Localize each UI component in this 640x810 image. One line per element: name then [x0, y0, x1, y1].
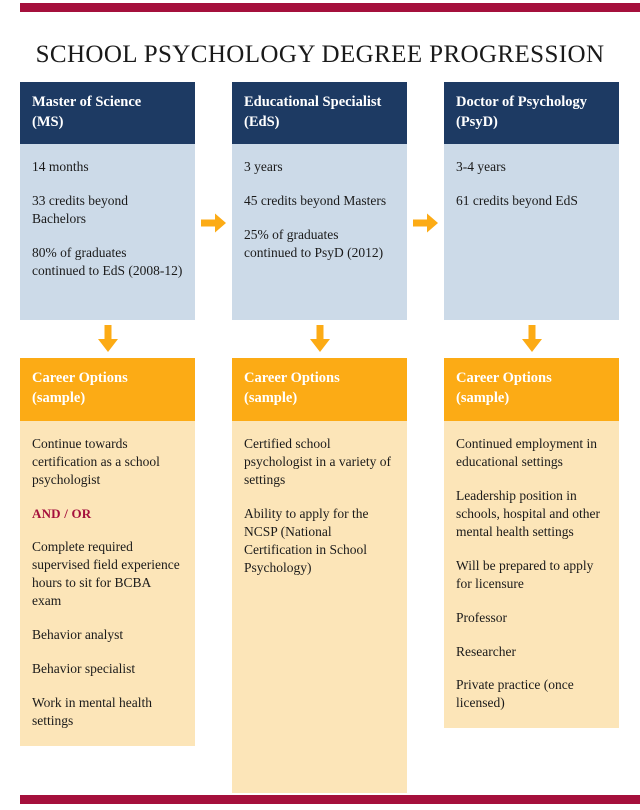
degree-column-eds: Educational Specialist (EdS) 3 years 45 …: [232, 82, 407, 793]
career-item: Will be prepared to apply for licensure: [456, 557, 594, 591]
degree-title-line1: Educational Specialist: [244, 94, 382, 110]
degree-title-line1: Master of Science: [32, 94, 142, 110]
career-item: Private practice (once licensed): [456, 677, 574, 711]
degree-card-body-ms: 14 months 33 credits beyond Bachelors 80…: [20, 144, 195, 321]
arrow-down-icon-ms: [20, 320, 195, 358]
degree-card-ms: Master of Science (MS) 14 months 33 cred…: [20, 82, 195, 321]
degree-card-psyd: Doctor of Psychology (PsyD) 3-4 years 61…: [444, 82, 619, 321]
top-accent-bar: [20, 3, 640, 12]
career-card-eds: Career Options (sample) Certified school…: [232, 358, 407, 793]
career-item-and-or: AND / OR: [32, 505, 92, 521]
degree-fact: 25% of graduates continued to PsyD (2012…: [244, 227, 384, 261]
degree-column-ms: Master of Science (MS) 14 months 33 cred…: [20, 82, 195, 746]
career-card-body-psyd: Continued employment in educational sett…: [444, 420, 619, 729]
degree-card-eds: Educational Specialist (EdS) 3 years 45 …: [232, 82, 407, 321]
degree-fact: 3-4 years: [456, 159, 506, 175]
degree-title-line1: Doctor of Psychology: [456, 94, 588, 110]
career-item: Leadership position in schools, hospital…: [456, 487, 600, 539]
career-item: Continue towards certification as a scho…: [32, 435, 160, 487]
degree-fact: 14 months: [32, 159, 89, 175]
career-card-psyd: Career Options (sample) Continued employ…: [444, 358, 619, 729]
career-card-ms: Career Options (sample) Continue towards…: [20, 358, 195, 746]
career-item: Work in mental health settings: [32, 694, 153, 728]
career-item: Continued employment in educational sett…: [456, 435, 597, 469]
degree-card-header-eds: Educational Specialist (EdS): [232, 82, 407, 145]
degree-card-body-eds: 3 years 45 credits beyond Masters 25% of…: [232, 144, 407, 321]
degree-title-line2: (PsyD): [456, 113, 498, 130]
career-item: Certified school psychologist in a varie…: [244, 435, 391, 487]
career-card-header-ms: Career Options (sample): [20, 358, 195, 421]
career-title-line1: Career Options: [32, 370, 128, 387]
degree-progression-board: Master of Science (MS) 14 months 33 cred…: [20, 82, 620, 793]
career-title-line1: Career Options: [456, 370, 552, 387]
career-title-line2: (sample): [32, 390, 86, 407]
career-item: Behavior analyst: [32, 626, 124, 642]
career-item: Professor: [456, 609, 507, 625]
career-item: Behavior specialist: [32, 660, 136, 676]
degree-card-header-psyd: Doctor of Psychology (PsyD): [444, 82, 619, 145]
degree-card-header-ms: Master of Science (MS): [20, 82, 195, 145]
arrow-down-icon-eds: [232, 320, 407, 358]
degree-fact: 80% of graduates continued to EdS (2008-…: [32, 245, 183, 279]
degree-column-psyd: Doctor of Psychology (PsyD) 3-4 years 61…: [444, 82, 619, 729]
page-title: SCHOOL PSYCHOLOGY DEGREE PROGRESSION: [35, 40, 605, 68]
career-title-line1: Career Options: [244, 370, 340, 387]
degree-fact: 45 credits beyond Masters: [244, 193, 387, 209]
bottom-accent-bar: [20, 795, 640, 804]
degree-title-line2: (EdS): [244, 113, 280, 130]
career-item: Complete required supervised field exper…: [32, 539, 180, 608]
degree-fact: 33 credits beyond Bachelors: [32, 193, 128, 227]
arrow-right-icon-eds-to-psyd: [407, 208, 445, 238]
career-card-header-psyd: Career Options (sample): [444, 358, 619, 421]
degree-title-line2: (MS): [32, 113, 64, 130]
arrow-right-icon-ms-to-eds: [195, 208, 233, 238]
career-title-line2: (sample): [244, 390, 298, 407]
career-item: Ability to apply for the NCSP (National …: [244, 505, 369, 575]
career-card-body-ms: Continue towards certification as a scho…: [20, 420, 195, 746]
degree-fact: 3 years: [244, 159, 283, 175]
arrow-down-icon-psyd: [444, 320, 619, 358]
career-title-line2: (sample): [456, 390, 510, 407]
career-card-body-eds: Certified school psychologist in a varie…: [232, 420, 407, 793]
career-item: Researcher: [456, 643, 516, 659]
career-card-header-eds: Career Options (sample): [232, 358, 407, 421]
degree-fact: 61 credits beyond EdS: [456, 193, 578, 209]
degree-card-body-psyd: 3-4 years 61 credits beyond EdS: [444, 144, 619, 321]
